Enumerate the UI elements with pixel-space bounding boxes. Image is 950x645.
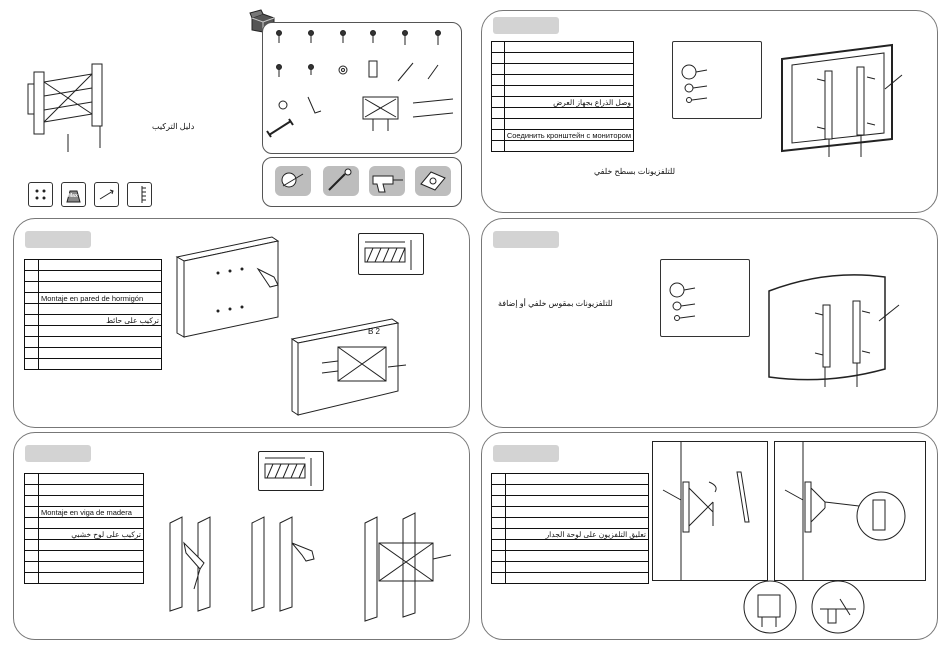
step-5-lock-detail-b bbox=[811, 580, 865, 634]
step-2-tag bbox=[25, 231, 91, 248]
step-2-panel: Montaje en pared de hormigón تركيب على ح… bbox=[13, 218, 470, 428]
mount-illustration bbox=[27, 63, 103, 152]
tools-box bbox=[262, 157, 462, 207]
step-3-screw-legend bbox=[660, 259, 750, 337]
step-4-tag bbox=[25, 445, 91, 462]
drill-icon bbox=[369, 166, 405, 196]
step-1-table: وصل الذراع بجهاز العرض Соединить кронште… bbox=[491, 41, 635, 152]
step-3-tag bbox=[493, 231, 559, 248]
hardware-parts bbox=[266, 30, 454, 138]
step-2-table: Montaje en pared de hormigón تركيب على ح… bbox=[24, 259, 162, 370]
screwdriver-icon bbox=[323, 166, 359, 196]
step-1-tag bbox=[493, 17, 559, 34]
tilt-icon bbox=[94, 182, 119, 207]
step-4-depth-detail bbox=[258, 451, 324, 491]
step-3-panel: للتلفزيونات بمقوس خلفي أو إضافة bbox=[481, 218, 938, 428]
step-1-screw-legend bbox=[672, 41, 762, 119]
max-load-icon: Max bbox=[61, 182, 86, 207]
step-3-tv-back bbox=[768, 274, 900, 387]
step-4-table: Montaje en viga de madera تركيب على لوح … bbox=[24, 473, 144, 584]
installation-guide-title: دليل التركيب bbox=[152, 122, 195, 131]
step-5-hang-detail-b bbox=[774, 441, 926, 581]
step-1-tv-back bbox=[781, 43, 903, 157]
step-2-drilling-wall bbox=[175, 236, 280, 338]
step-1-note: للتلفزيونات بسطح خلفي bbox=[594, 167, 676, 176]
cover-panel: دليل التركيب Max bbox=[0, 0, 478, 215]
stud-finder-icon bbox=[415, 166, 451, 196]
max-label: Max bbox=[68, 193, 78, 199]
step-3-note: للتلفزيونات بمقوس خلفي أو إضافة bbox=[498, 299, 613, 308]
step-2-mount-on-wall bbox=[290, 318, 407, 416]
step-4-drilling bbox=[251, 516, 315, 612]
step-2-b2-label: B 2 bbox=[368, 327, 381, 336]
step-1-panel: وصل الذراع بجهاز العرض Соединить кронште… bbox=[481, 10, 938, 213]
hardware-box bbox=[262, 22, 462, 154]
step-5-hang-detail-a bbox=[652, 441, 768, 581]
step-4-stud-finding bbox=[169, 516, 211, 612]
step-5-table: تعليق التلفزيون على لوحة الجدار bbox=[491, 473, 649, 584]
step-5-lock-detail-a bbox=[743, 580, 797, 634]
step-2-depth-detail bbox=[358, 233, 424, 275]
step-4-panel: Montaje en viga de madera تركيب على لوح … bbox=[13, 432, 470, 640]
wall-icon bbox=[127, 182, 152, 207]
vesa-pattern-icon bbox=[28, 182, 53, 207]
level-icon bbox=[275, 166, 311, 196]
step-5-tag bbox=[493, 445, 559, 462]
step-5-panel: تعليق التلفزيون على لوحة الجدار bbox=[481, 432, 938, 640]
step-4-mount-on-studs bbox=[364, 512, 452, 622]
